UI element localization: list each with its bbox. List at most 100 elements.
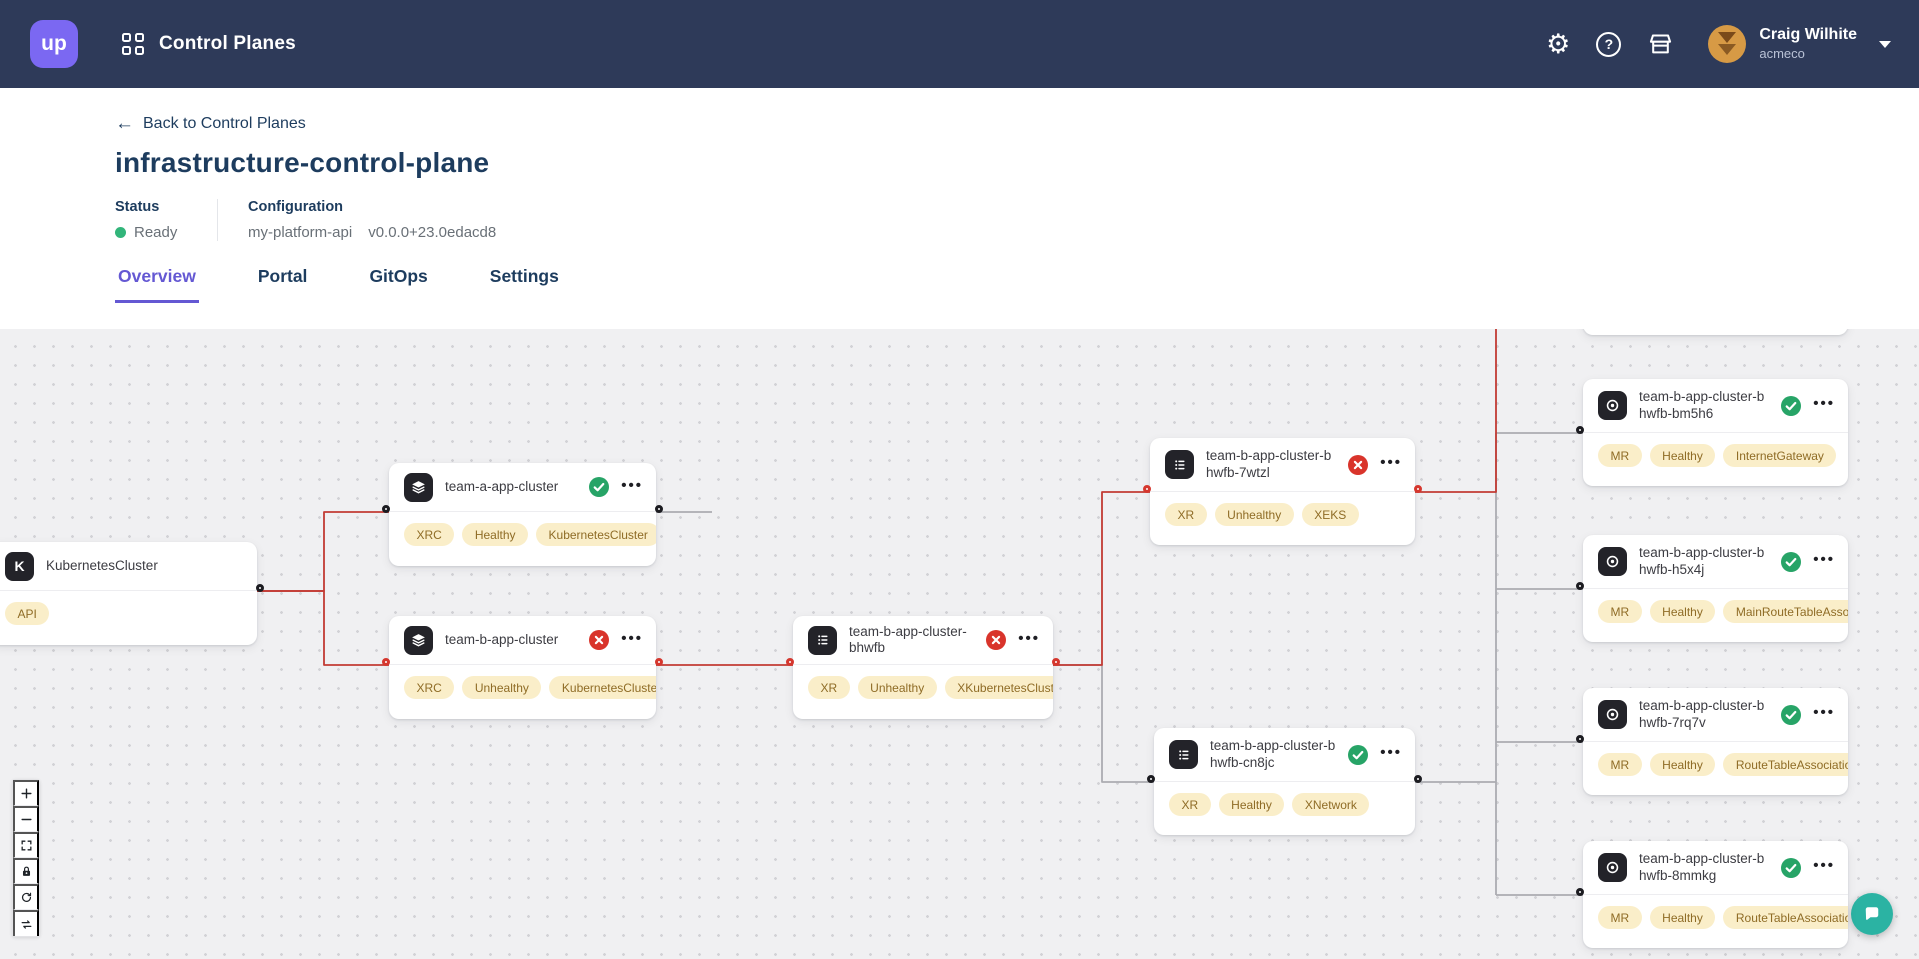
- node-menu-button[interactable]: •••: [1813, 551, 1835, 568]
- rotate-button[interactable]: [13, 884, 39, 910]
- k-icon: K: [5, 551, 34, 581]
- rows-icon: [808, 625, 837, 655]
- page-title: infrastructure-control-plane: [115, 147, 490, 178]
- configuration-version: v0.0.0+23.0edacd8: [368, 224, 497, 241]
- node-port-left: [1576, 888, 1584, 896]
- graph-edge: [257, 590, 389, 666]
- node-badge: XNetwork: [1292, 793, 1370, 816]
- node-badge: KubernetesCluster: [536, 523, 656, 546]
- node-badges: XRUnhealthyXKubernetesCluster: [793, 665, 1053, 699]
- node-badge: Unhealthy: [857, 676, 937, 699]
- node-badge: Healthy: [462, 523, 529, 546]
- tab-settings[interactable]: Settings: [489, 266, 559, 286]
- tab-bar: Overview Portal GitOps Settings: [115, 266, 1919, 303]
- configuration-column: Configuration my-platform-api v0.0.0+23.…: [248, 199, 496, 241]
- settings-gear-icon[interactable]: ⚙: [1546, 28, 1571, 59]
- node-menu-button[interactable]: •••: [1813, 857, 1835, 874]
- layers-icon: [404, 472, 433, 502]
- rotate-icon: [20, 891, 33, 904]
- tab-portal[interactable]: Portal: [257, 266, 308, 286]
- node-badge: MainRouteTableAssociation: [1723, 600, 1848, 623]
- user-menu[interactable]: Craig Wilhite acmeco: [1759, 26, 1857, 61]
- zoom-out-button[interactable]: [13, 806, 39, 832]
- node-port-left: [786, 658, 794, 666]
- node-title: KubernetesCluster: [46, 557, 158, 573]
- unhealthy-status-icon: [986, 630, 1007, 650]
- graph-edges: [257, 329, 1583, 896]
- node-menu-button[interactable]: •••: [1380, 744, 1402, 761]
- user-avatar[interactable]: [1708, 25, 1747, 63]
- node-port-left: [1576, 582, 1584, 590]
- node-header: team-b-app-cluster-bhwfb-bm5h6•••: [1583, 379, 1848, 433]
- node-header: team-b-app-cluster-bhwfb-7wtzl •••: [1150, 438, 1415, 492]
- lock-button[interactable]: [13, 858, 39, 884]
- zoom-out-icon: [20, 813, 33, 826]
- rows-icon: [1169, 740, 1198, 769]
- lock-icon: [20, 865, 33, 878]
- target-icon: [1598, 700, 1627, 729]
- node-title: team-b-app-cluster-bhwfb-7wtzl: [1206, 448, 1332, 480]
- chevron-down-icon[interactable]: [1879, 40, 1891, 48]
- node-menu-button[interactable]: •••: [1813, 704, 1835, 721]
- tab-gitops[interactable]: GitOps: [369, 266, 428, 286]
- help-icon[interactable]: ?: [1596, 31, 1622, 57]
- meta-divider: [217, 199, 218, 241]
- node-menu-button[interactable]: •••: [1813, 395, 1835, 412]
- node-badge: XR: [808, 676, 850, 699]
- node-badge: RouteTableAssociation: [1723, 906, 1848, 929]
- fit-view-icon: [20, 839, 33, 852]
- node-header: team-b-app-cluster-bhwfb-7rq7v•••: [1583, 688, 1848, 742]
- fit-view-button[interactable]: [13, 832, 39, 858]
- node-port-left: [1576, 735, 1584, 743]
- control-planes-grid-icon: [122, 33, 144, 55]
- target-icon: [1598, 547, 1627, 576]
- healthy-status-icon: [1781, 704, 1802, 725]
- node-port-right: [1414, 485, 1422, 493]
- node-badge: Healthy: [1649, 753, 1716, 776]
- node-menu-button[interactable]: •••: [621, 476, 643, 494]
- node-header: team-b-app-cluster-bhwfb-8mmkg•••: [1583, 841, 1848, 895]
- marketplace-icon[interactable]: [1647, 31, 1674, 58]
- node-port-left: [382, 658, 390, 666]
- back-link[interactable]: ← Back to Control Planes: [115, 114, 306, 133]
- layers-icon: [404, 625, 433, 655]
- node-header: team-b-app-cluster-bhwfb-cn8jc•••: [1154, 728, 1415, 782]
- node-menu-button[interactable]: •••: [1018, 629, 1040, 647]
- healthy-status-icon: [1348, 744, 1369, 765]
- node-header: team-a-app-cluster•••: [389, 463, 656, 512]
- upbound-logo[interactable]: up: [30, 20, 78, 68]
- node-menu-button[interactable]: •••: [621, 629, 643, 647]
- tab-overview[interactable]: Overview: [115, 266, 199, 303]
- chat-launcher-button[interactable]: [1851, 893, 1893, 935]
- configuration-name[interactable]: my-platform-api: [248, 224, 353, 241]
- rows-icon: [1165, 450, 1194, 479]
- node-port-left: [382, 505, 390, 513]
- node-header: K KubernetesCluster: [0, 542, 257, 591]
- node-menu-button[interactable]: •••: [1380, 454, 1402, 471]
- target-icon: [1598, 853, 1627, 882]
- app-title: Control Planes: [159, 33, 296, 54]
- user-org: acmeco: [1759, 45, 1805, 61]
- status-label: Status: [115, 199, 160, 215]
- node-header: team-b-app-cluster-bhwfb •••: [793, 616, 1053, 665]
- zoom-in-button[interactable]: [13, 780, 39, 806]
- node-badge: InternetGateway: [1723, 444, 1837, 467]
- sync-button[interactable]: [13, 910, 39, 936]
- node-title: team-b-app-cluster-bhwfb: [849, 623, 967, 656]
- node-badge: KubernetesCluster: [549, 676, 656, 699]
